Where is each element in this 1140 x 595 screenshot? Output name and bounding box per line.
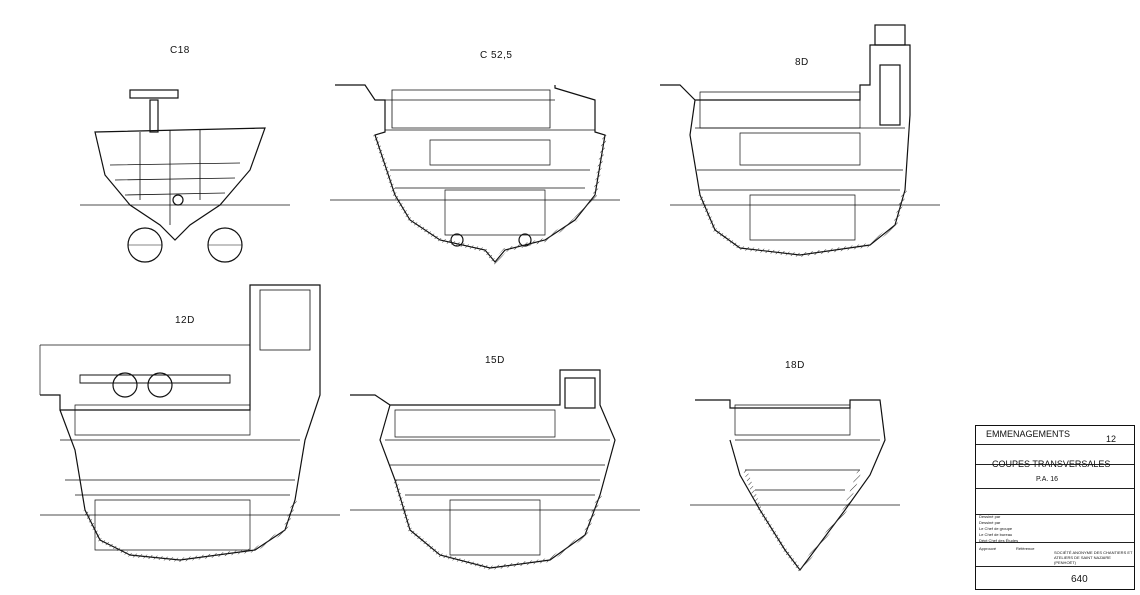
section-label-8d: 8D [795,57,809,68]
section-18d [690,399,900,574]
approval-label: Approuvé [979,546,997,551]
sign-row-3: Le Chef de groupe [979,526,1013,531]
sign-row-2: Dessiné par [979,520,1001,525]
drawing-number: 640 [1071,574,1088,585]
section-15d [350,369,640,571]
sign-row-5: Dépt Chef des Études [979,538,1019,543]
section-label-c18: C18 [170,45,190,56]
sign-row-1: Dessiné par [979,514,1001,519]
company-name: SOCIÉTÉ ANONYME DES CHANTIERS ET ATELIER… [1054,550,1133,565]
title-heading-suffix: 12 [1106,434,1117,444]
title-reference: P.A. 16 [1036,476,1059,483]
title-heading: EMMENAGEMENTS [986,429,1071,439]
section-label-c52-5: C 52,5 [480,50,513,61]
section-8d [660,24,940,258]
section-12d [39,284,340,563]
reference-label: Référence [1016,546,1035,551]
title-block: EMMENAGEMENTS 12 COUPES TRANSVERSALES P.… [975,425,1135,590]
section-label-18d: 18D [785,360,805,371]
section-label-15d: 15D [485,355,505,366]
section-label-12d: 12D [175,315,195,326]
section-c18 [80,89,290,263]
title-subheading: COUPES TRANSVERSALES [992,459,1111,469]
section-c52-5 [330,84,620,266]
sign-row-4: Le Chef de bureau [979,532,1013,537]
